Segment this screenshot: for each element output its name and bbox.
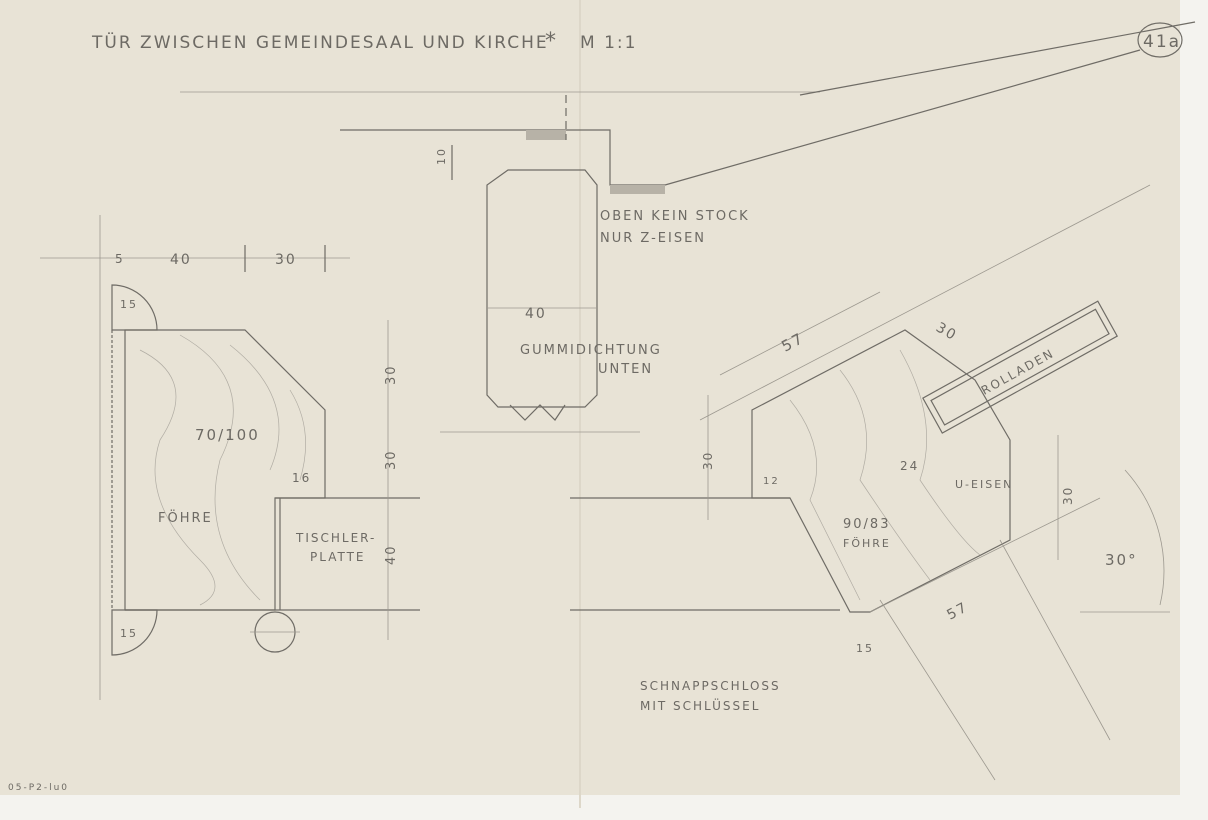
label-platte: PLATTE — [310, 550, 366, 564]
label-mit-schluessel: MIT SCHLÜSSEL — [640, 697, 760, 713]
inventory-stamp: 05-P2-lu0 — [8, 783, 69, 793]
sheet-title: TÜR ZWISCHEN GEMEINDESAAL UND KIRCHE — [91, 31, 549, 53]
label-angle-30: 30° — [1105, 551, 1138, 569]
dim-5: 5 — [115, 252, 125, 266]
label-70-100: 70/100 — [195, 426, 260, 444]
wood-frame-right — [751, 329, 1011, 613]
label-gummidichtung: GUMMIDICHTUNG — [520, 343, 662, 358]
dim-40-v: 40 — [384, 544, 399, 565]
z-iron-hatch — [526, 130, 566, 140]
margin-bottom — [0, 795, 1208, 820]
scale-label: M 1:1 — [580, 33, 637, 53]
dim-40-top: 40 — [170, 252, 192, 268]
rubber-seal-bottom — [509, 404, 566, 421]
dim-40-seal: 40 — [525, 306, 547, 322]
quarter-round-top — [111, 284, 158, 331]
label-schnappschloss: SCHNAPPSCHLOSS — [640, 679, 781, 693]
dim-30-right-v: 30 — [701, 451, 715, 470]
sheet-number-circle — [1137, 22, 1183, 58]
label-u-eisen: U-EISEN — [955, 478, 1013, 491]
dim-12: 12 — [763, 476, 780, 487]
asterisk: * — [545, 29, 558, 54]
dim-24: 24 — [900, 459, 919, 473]
label-oben-kein-stock: OBEN KEIN STOCK — [600, 209, 750, 224]
paper — [0, 0, 1198, 808]
dim-15-top: 15 — [120, 298, 138, 311]
dim-30-v1: 30 — [384, 364, 399, 385]
dim-16: 16 — [292, 471, 311, 485]
label-90-83: 90/83 — [843, 517, 890, 532]
wall-line — [664, 49, 1141, 186]
sheet-number: 41a — [1143, 32, 1181, 52]
rubber-seal-profile — [486, 169, 598, 408]
label-unten: UNTEN — [598, 362, 653, 377]
dim-10: 10 — [435, 147, 448, 165]
dim-15-bottom: 15 — [120, 627, 138, 640]
angle-arc — [1124, 469, 1165, 606]
label-nur-z-eisen: NUR Z-EISEN — [600, 231, 706, 246]
label-foehre-right: FÖHRE — [843, 537, 891, 550]
margin-right — [1180, 0, 1208, 820]
dim-30-top: 30 — [275, 252, 297, 268]
label-tischler: TISCHLER- — [295, 531, 376, 545]
dim-30-v2: 30 — [384, 449, 399, 470]
label-foehre-left: FÖHRE — [158, 509, 213, 526]
dim-30-right2: 30 — [1061, 486, 1075, 505]
dim-15-right: 15 — [856, 642, 874, 655]
